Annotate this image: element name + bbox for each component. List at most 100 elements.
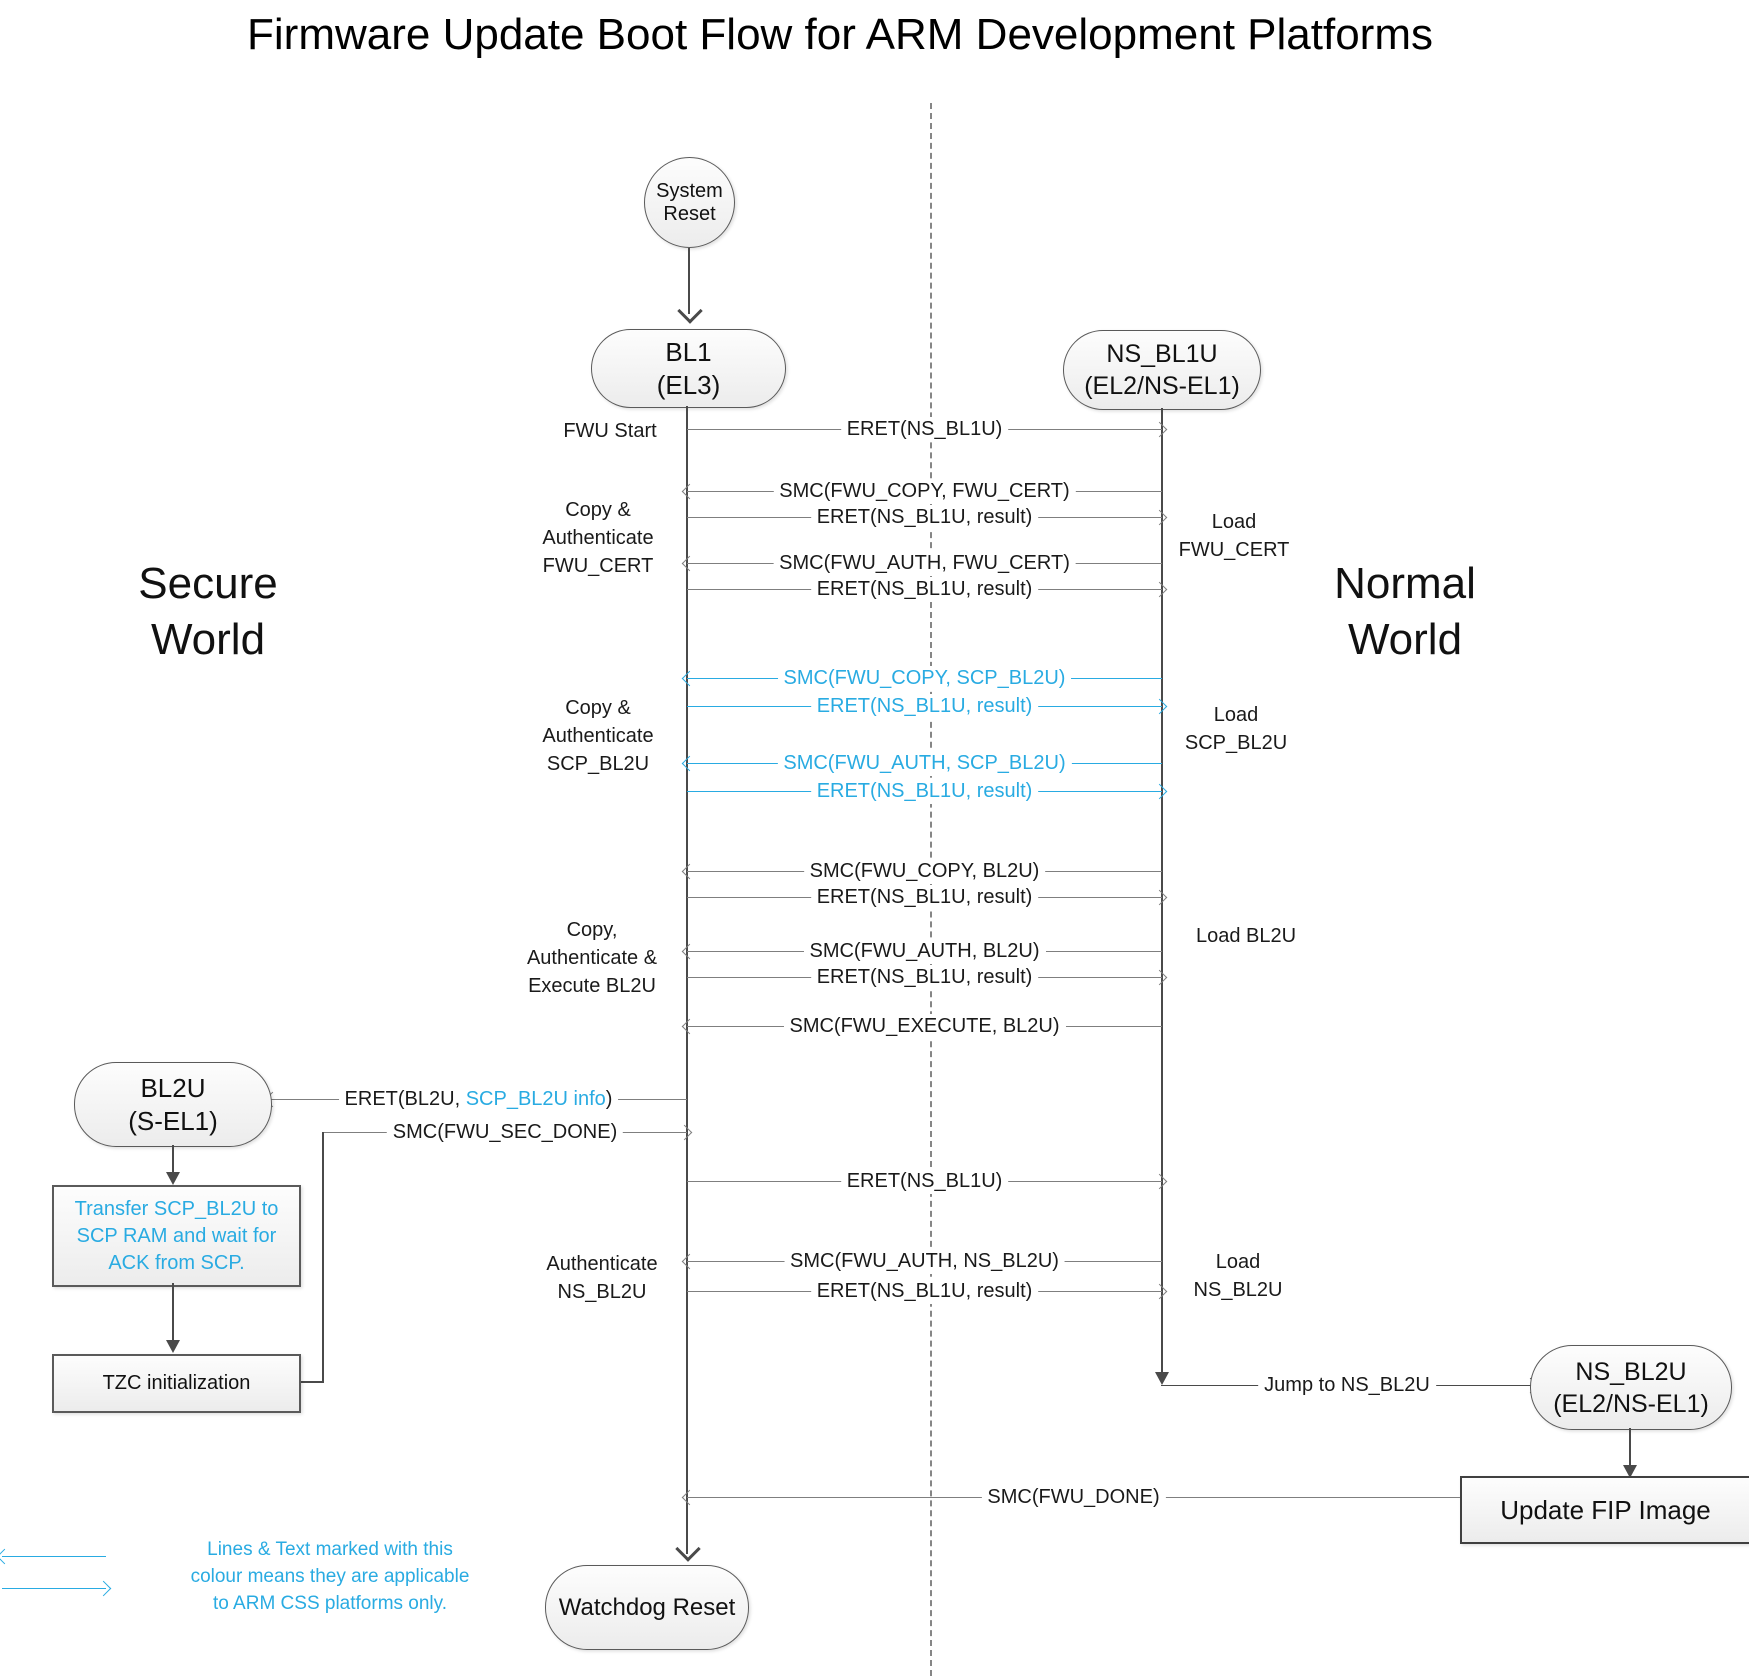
message-label: SMC(FWU_EXECUTE, BL2U) (783, 1014, 1066, 1039)
message-arrow: SMC(FWU_COPY, SCP_BL2U) (681, 666, 1162, 691)
node-update-fip: Update FIP Image (1460, 1476, 1749, 1544)
arrowhead-icon (681, 670, 698, 687)
legend-arrow-left (0, 1548, 106, 1565)
region-label-secure: Secure World (138, 559, 278, 664)
arrowhead-icon (681, 755, 698, 772)
message-smc-sec-done: SMC(FWU_SEC_DONE) (323, 1120, 693, 1145)
side-label: Copy & Authenticate SCP_BL2U (542, 697, 654, 775)
arrowhead-icon (675, 1536, 701, 1562)
message-arrow: SMC(FWU_COPY, BL2U) (681, 859, 1162, 884)
arrowhead-icon (681, 863, 698, 880)
message-label: SMC(FWU_AUTH, FWU_CERT) (773, 551, 1076, 576)
node-system-reset: System Reset (644, 157, 735, 248)
node-label: (S-EL1) (128, 1105, 218, 1136)
node-label: BL2U (140, 1072, 206, 1103)
node-label: Transfer SCP_BL2U to SCP RAM and wait fo… (74, 1197, 279, 1274)
message-arrow: SMC(FWU_AUTH, FWU_CERT) (681, 551, 1162, 576)
region-label-normal: Normal World (1334, 559, 1476, 664)
node-label: BL1 (665, 336, 712, 367)
arrowhead-icon (166, 1172, 180, 1185)
message-arrow: SMC(FWU_AUTH, BL2U) (681, 939, 1162, 964)
lifeline-bl1 (686, 406, 688, 1554)
arrowhead-icon (681, 1489, 698, 1506)
arrowhead-icon (1151, 783, 1168, 800)
message-arrow: ERET(NS_BL1U, result) (687, 965, 1168, 990)
arrowhead-icon (1155, 1372, 1169, 1385)
arrowhead-icon (1151, 698, 1168, 715)
ns-bl2u-to-fip-arrow (1629, 1428, 1631, 1468)
arrowhead-icon (1151, 1283, 1168, 1300)
side-label: Load NS_BL2U (1193, 1251, 1283, 1301)
arrowhead-icon (681, 483, 698, 500)
node-label: (EL2/NS-EL1) (1084, 372, 1240, 400)
node-bl2u: BL2U (S-EL1) (74, 1062, 272, 1147)
side-label: Load FWU_CERT (1178, 511, 1290, 561)
sec-done-elbow-horizontal (297, 1381, 324, 1383)
message-label: ERET(NS_BL1U, result) (810, 779, 1039, 804)
arrowhead-icon (1151, 421, 1168, 438)
transfer-to-tzc-arrow (172, 1283, 174, 1341)
message-arrow: ERET(NS_BL1U) (687, 417, 1168, 442)
message-label: ERET(NS_BL1U, result) (810, 965, 1039, 990)
side-label: FWU Start (563, 420, 657, 442)
message-arrow: SMC(FWU_EXECUTE, BL2U) (681, 1014, 1162, 1039)
message-jump-ns-bl2u: Jump to NS_BL2U (1161, 1373, 1539, 1398)
message-label: ERET(BL2U, SCP_BL2U info) (338, 1087, 619, 1112)
arrowhead-icon (166, 1340, 180, 1353)
message-label: SMC(FWU_SEC_DONE) (386, 1120, 624, 1145)
node-ns-bl1u: NS_BL1U (EL2/NS-EL1) (1063, 330, 1261, 410)
arrowhead-icon (681, 1018, 698, 1035)
message-label: ERET(NS_BL1U, result) (810, 694, 1039, 719)
message-arrow: ERET(NS_BL1U, result) (687, 577, 1168, 602)
side-label: Load BL2U (1195, 925, 1297, 947)
arrowhead-icon (1151, 509, 1168, 526)
message-smc-done: SMC(FWU_DONE) (681, 1485, 1460, 1510)
node-label: Reset (663, 202, 716, 225)
message-label: ERET(NS_BL1U, result) (810, 577, 1039, 602)
message-arrow: ERET(NS_BL1U, result) (687, 779, 1168, 804)
arrowhead-icon (681, 943, 698, 960)
node-watchdog: Watchdog Reset (545, 1565, 749, 1650)
message-label: SMC(FWU_DONE) (981, 1485, 1166, 1510)
node-label: Watchdog Reset (558, 1593, 736, 1621)
message-arrow: SMC(FWU_AUTH, SCP_BL2U) (681, 751, 1162, 776)
message-label: ERET(NS_BL1U, result) (810, 505, 1039, 530)
diagram-title: Firmware Update Boot Flow for ARM Develo… (247, 10, 1433, 59)
message-label: SMC(FWU_AUTH, SCP_BL2U) (777, 751, 1072, 776)
arrowhead-icon (676, 1124, 693, 1141)
message-label: ERET(NS_BL1U) (840, 1169, 1009, 1194)
arrowhead-icon (1151, 581, 1168, 598)
message-arrow: SMC(FWU_AUTH, NS_BL2U) (681, 1249, 1162, 1274)
sec-done-elbow-vertical (322, 1132, 324, 1382)
node-bl1: BL1 (EL3) (591, 329, 786, 408)
message-label: ERET(NS_BL1U, result) (810, 1279, 1039, 1304)
lifeline-ns-bl1u (1161, 408, 1163, 1374)
arrowhead-icon (95, 1580, 112, 1597)
legend-text: Lines & Text marked with this colour mea… (190, 1539, 470, 1614)
reset-to-bl1-arrow (688, 248, 690, 314)
bl2u-to-transfer-arrow (172, 1145, 174, 1175)
message-arrow: ERET(NS_BL1U, result) (687, 505, 1168, 530)
message-arrow: ERET(NS_BL1U) (687, 1169, 1168, 1194)
node-label: (EL3) (656, 369, 721, 400)
arrowhead-icon (1623, 1465, 1637, 1478)
message-label: ERET(NS_BL1U) (840, 417, 1009, 442)
arrowhead-icon (1151, 1173, 1168, 1190)
message-label: ERET(NS_BL1U, result) (810, 885, 1039, 910)
node-label: NS_BL2U (1575, 1357, 1687, 1386)
arrowhead-icon (0, 1548, 13, 1565)
legend-arrow-right (2, 1580, 112, 1597)
message-label: Jump to NS_BL2U (1258, 1373, 1436, 1398)
node-label: (EL2/NS-EL1) (1553, 1389, 1709, 1418)
side-label: Copy, Authenticate & Execute BL2U (526, 919, 658, 997)
message-arrow: ERET(NS_BL1U, result) (687, 1279, 1168, 1304)
node-label: System (656, 179, 723, 202)
side-label: Copy & Authenticate FWU_CERT (542, 499, 654, 577)
arrowhead-icon (681, 555, 698, 572)
message-arrow: SMC(FWU_COPY, FWU_CERT) (681, 479, 1162, 504)
node-tzc: TZC initialization (52, 1354, 301, 1413)
message-arrow: ERET(NS_BL1U, result) (687, 885, 1168, 910)
node-label: NS_BL1U (1106, 340, 1218, 368)
side-label: Authenticate NS_BL2U (546, 1253, 658, 1303)
message-label: SMC(FWU_COPY, SCP_BL2U) (777, 666, 1072, 691)
